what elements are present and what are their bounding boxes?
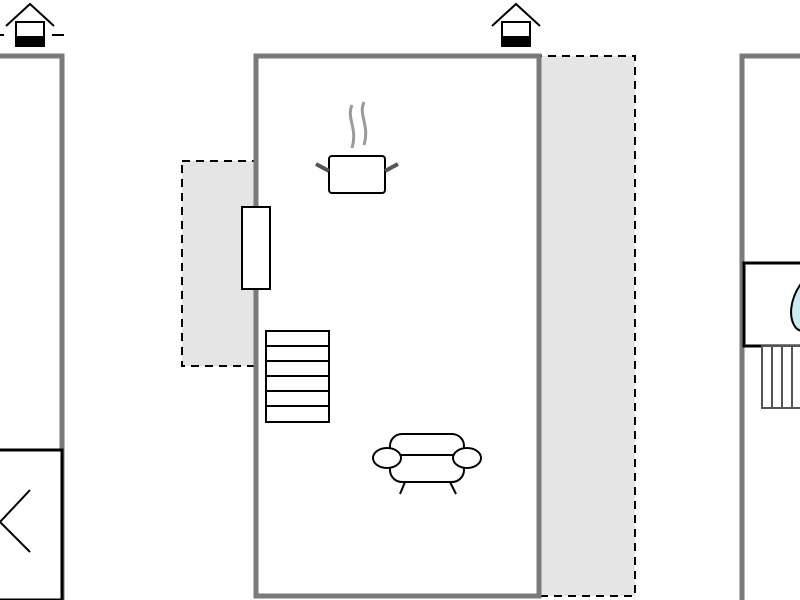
plan-left-outer-wall	[0, 53, 65, 600]
radiator-icon	[761, 345, 800, 409]
plan-left	[0, 53, 65, 600]
plan-right-outer-wall	[739, 53, 800, 600]
staircase-icon	[265, 330, 330, 423]
house-entrance-icon	[0, 2, 64, 47]
window-icon	[241, 206, 271, 290]
sofa-icon	[372, 433, 482, 495]
plan-right	[739, 53, 800, 600]
door-swing-icon	[0, 448, 64, 600]
bathroom-icon	[742, 261, 800, 348]
house-entrance-icon	[491, 2, 541, 47]
plan-center-outer-wall	[253, 53, 542, 599]
kitchen-pot-icon	[315, 101, 399, 194]
plan-center	[181, 53, 636, 599]
